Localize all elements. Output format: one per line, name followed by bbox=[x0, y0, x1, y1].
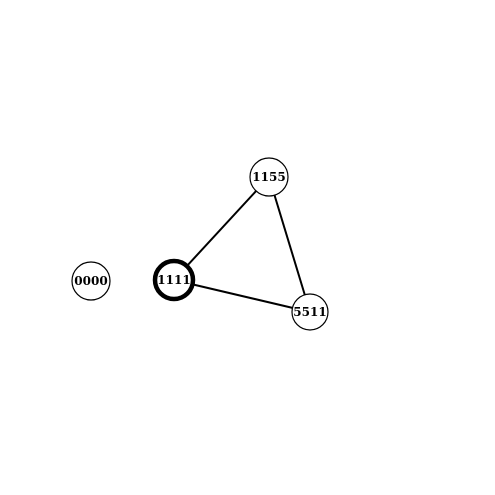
node-circle[interactable] bbox=[152, 258, 196, 302]
node-1155[interactable]: 1155 bbox=[249, 157, 289, 197]
node-label: 1155 bbox=[252, 170, 285, 184]
node-circle[interactable] bbox=[71, 261, 111, 301]
node-circle[interactable] bbox=[291, 293, 329, 331]
node-label: 0000 bbox=[74, 274, 107, 288]
node-5511[interactable]: 5511 bbox=[291, 293, 329, 331]
nodes-layer: 0000 1111 1155 5511 bbox=[71, 157, 329, 331]
node-1111[interactable]: 1111 bbox=[152, 258, 196, 302]
edge-1111-1155 bbox=[173, 176, 270, 281]
edge-1111-5511 bbox=[173, 279, 311, 313]
node-circle[interactable] bbox=[249, 157, 289, 197]
node-label: 1111 bbox=[157, 273, 190, 287]
node-0000[interactable]: 0000 bbox=[71, 261, 111, 301]
node-label: 5511 bbox=[293, 305, 326, 319]
edges-layer bbox=[173, 176, 311, 313]
edge-1155-5511 bbox=[268, 176, 311, 313]
